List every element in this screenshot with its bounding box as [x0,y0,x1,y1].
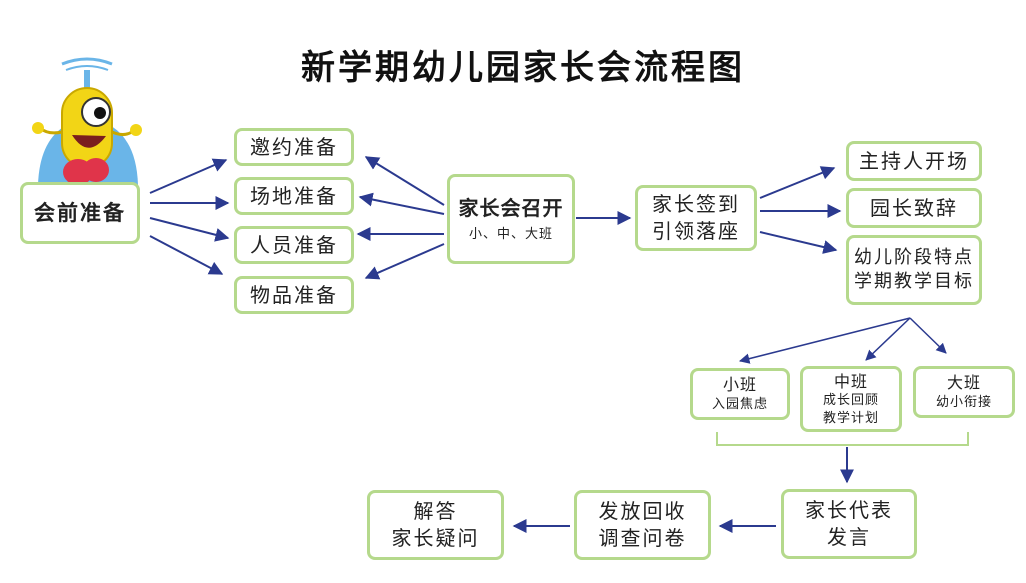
arrow-checkin-to-traits [759,231,838,254]
node-pre-meeting: 会前准备 [20,182,140,244]
arrow-traits-to-small [738,317,911,364]
cartoon-robot-mascot-icon [32,57,142,185]
node-middle-class-sub1: 成长回顾 [822,393,879,409]
node-survey-line1: 发放回收 [598,499,687,523]
node-parent-rep: 家长代表 发言 [781,489,917,559]
node-parent-rep-line1: 家长代表 [805,498,893,522]
arrow-pre-to-invite [149,158,228,194]
node-middle-class: 中班 成长回顾 教学计划 [800,366,902,432]
node-survey: 发放回收 调查问卷 [574,490,711,560]
arrow-pre-to-staff [149,217,230,242]
node-staff-prep-label: 人员准备 [250,232,338,257]
node-staff-prep: 人员准备 [234,226,354,264]
arrow-traits-to-big [909,317,947,354]
node-invite-prep-label: 邀约准备 [250,134,338,159]
node-invite-prep: 邀约准备 [234,128,354,166]
node-director-speech-label: 园长致辞 [870,195,958,220]
node-small-class-sub: 入园焦虑 [711,397,768,413]
node-qa-line2: 家长疑问 [391,526,480,550]
node-meeting-sub: 小、中、大班 [468,226,553,242]
node-venue-prep: 场地准备 [234,177,354,215]
node-checkin-line1: 家长签到 [652,192,740,216]
node-small-class-title: 小班 [722,375,757,395]
node-meeting-title: 家长会召开 [458,195,564,220]
node-big-class: 大班 幼小衔接 [913,366,1015,418]
node-checkin-line2: 引领落座 [652,219,740,243]
node-supplies-prep-label: 物品准备 [250,282,338,307]
node-host-open-label: 主持人开场 [859,148,969,173]
node-middle-class-title: 中班 [833,371,868,391]
node-traits-line1: 幼儿阶段特点 [854,246,974,268]
arrow-checkin-to-host [759,166,836,199]
node-parent-rep-line2: 发言 [827,525,871,549]
node-venue-prep-label: 场地准备 [250,183,338,208]
node-big-class-title: 大班 [946,373,981,393]
arrow-meeting-to-supplies [364,243,445,280]
class-group-bracket [716,432,969,446]
node-qa: 解答 家长疑问 [367,490,504,560]
arrow-traits-to-middle [865,317,911,361]
node-supplies-prep: 物品准备 [234,276,354,314]
node-director-speech: 园长致辞 [846,188,982,228]
node-checkin: 家长签到 引领落座 [635,185,757,251]
node-meeting: 家长会召开 小、中、大班 [447,174,575,264]
node-big-class-sub: 幼小衔接 [935,395,992,411]
node-host-open: 主持人开场 [846,141,982,181]
node-survey-line2: 调查问卷 [598,526,687,550]
node-middle-class-sub2: 教学计划 [822,410,879,426]
arrow-meeting-to-venue [358,192,445,215]
node-pre-meeting-label: 会前准备 [34,200,126,225]
node-small-class: 小班 入园焦虑 [690,368,790,420]
page-title: 新学期幼儿园家长会流程图 [301,48,745,88]
node-traits-line2: 学期教学目标 [854,271,974,292]
arrow-pre-to-supplies [149,235,224,275]
arrow-meeting-to-invite [364,156,445,206]
node-traits: 幼儿阶段特点 学期教学目标 [846,235,982,305]
node-qa-line1: 解答 [413,499,458,523]
